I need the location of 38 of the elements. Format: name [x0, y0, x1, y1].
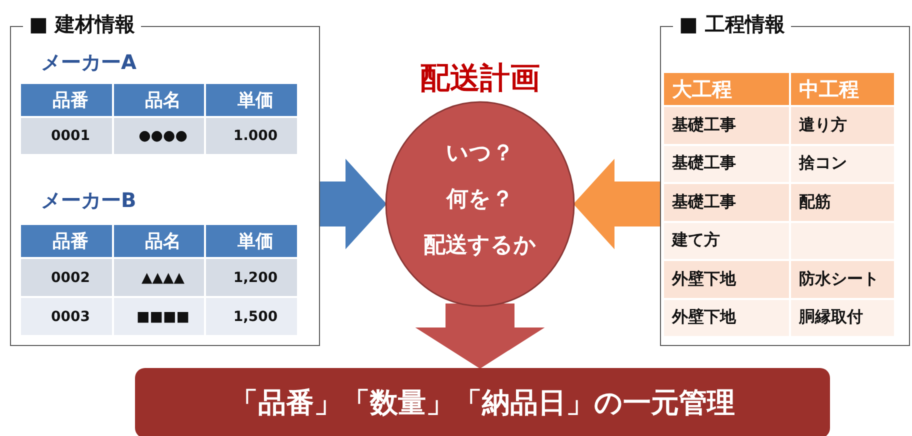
maker-title: メーカーB [41, 187, 136, 214]
header-cell: 品名 [114, 84, 206, 118]
table-cell: ●●●● [114, 118, 206, 156]
result-banner: 「品番」「数量」「納品日」の一元管理 [135, 368, 830, 436]
question-text: 何を？ [444, 186, 514, 214]
table-cell: 基礎工事 [664, 146, 791, 184]
table-cell: 外壁下地 [664, 300, 791, 338]
table-cell: 胴縁取付 [791, 300, 896, 338]
header-cell: 品名 [114, 225, 206, 259]
table-cell: 1.000 [206, 118, 299, 156]
block-arrow [573, 158, 660, 250]
block-arrow [415, 304, 545, 369]
header-cell: 単価 [206, 84, 299, 118]
table-cell: 基礎工事 [664, 184, 791, 222]
header-cell: 大工程 [664, 73, 791, 107]
header-cell: 品番 [21, 225, 114, 259]
table-cell: 防水シート [791, 261, 896, 300]
table-cell: 0001 [21, 118, 114, 156]
table-cell: 1,200 [206, 259, 299, 298]
table-cell: 1,500 [206, 298, 299, 337]
header-cell: 単価 [206, 225, 299, 259]
table-cell: 建て方 [664, 222, 791, 261]
header-cell: 品番 [21, 84, 114, 118]
table-cell: ■■■■ [114, 298, 206, 337]
header-cell: 中工程 [791, 73, 896, 107]
table-cell: 遣り方 [791, 107, 896, 146]
table-cell: 0002 [21, 259, 114, 298]
question-text: 配送するか [422, 232, 538, 260]
table-cell: 0003 [21, 298, 114, 337]
block-arrow [320, 158, 387, 250]
question-text: いつ？ [445, 140, 515, 168]
maker-title: メーカーA [41, 49, 136, 76]
table-cell: 捨コン [791, 146, 896, 184]
table-cell: 配筋 [791, 184, 896, 222]
plan-heading: 配送計画 [419, 60, 541, 98]
table-cell: 基礎工事 [664, 107, 791, 146]
table-cell: ▲▲▲▲ [114, 259, 206, 298]
table-cell: 外壁下地 [664, 261, 791, 300]
